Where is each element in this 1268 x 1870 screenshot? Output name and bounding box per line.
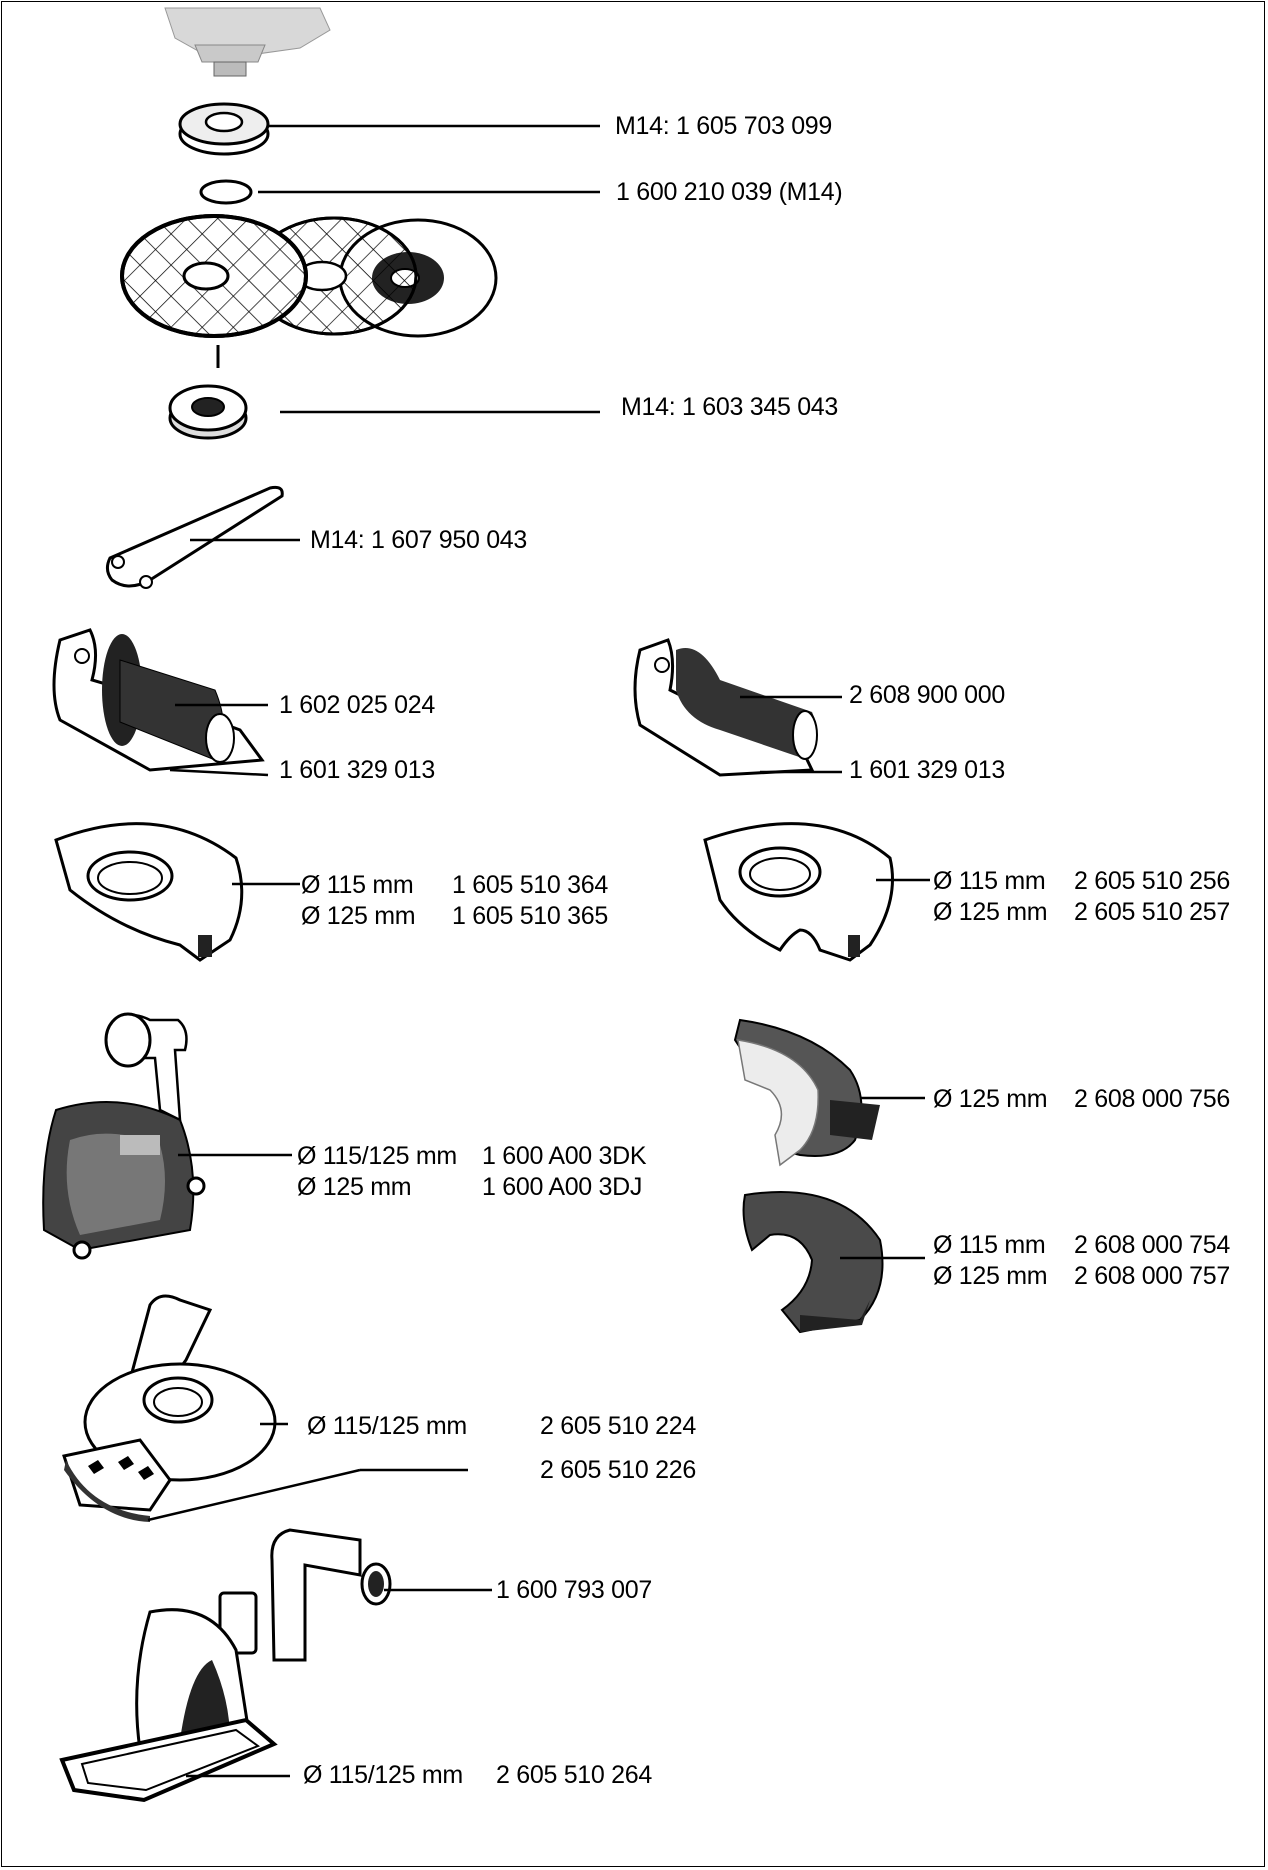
cutting-guide-diameter: Ø 115/125 mm <box>303 1761 463 1789</box>
extraction-hood-grinding-part-a: 2 605 510 224 <box>540 1412 696 1440</box>
aux-handle-right-handle-label: 2 608 900 000 <box>849 681 1005 709</box>
aux-handle-right-bracket-label: 1 601 329 013 <box>849 756 1005 784</box>
hand-guard-light-diameter: Ø 125 mm <box>933 1085 1048 1113</box>
extraction-hood-cutting-part-2: 1 600 A00 3DJ <box>482 1173 643 1201</box>
aux-handle-left-handle-label: 1 602 025 024 <box>279 691 435 719</box>
extraction-hood-grinding-drawing <box>62 1294 468 1522</box>
hand-guard-light-part: 2 608 000 756 <box>1074 1085 1230 1113</box>
clamping-nut-label: M14: 1 605 703 099 <box>615 112 833 140</box>
guard-right-part-1: 2 605 510 256 <box>1074 867 1230 895</box>
mounting-flange-label: M14: 1 603 345 043 <box>621 393 839 421</box>
extraction-hood-cutting-drawing <box>42 1012 292 1260</box>
auxiliary-handle-left-drawing <box>52 628 269 777</box>
guard-right-part-2: 2 605 510 257 <box>1074 898 1230 926</box>
clamping-nut-drawing <box>178 102 600 156</box>
o-ring-drawing <box>199 179 600 205</box>
hand-guard-dark-drawing <box>742 1191 925 1334</box>
cutting-guide-drawing <box>59 1591 290 1803</box>
extraction-hood-grinding-part-b: 2 605 510 226 <box>540 1456 696 1484</box>
guard-right-drawing <box>703 822 930 962</box>
guard-left-part-2: 1 605 510 365 <box>452 902 608 930</box>
extraction-adapter-label: 1 600 793 007 <box>496 1576 652 1604</box>
grinder-spindle-drawing <box>164 7 331 77</box>
cutting-guide-part: 2 605 510 264 <box>496 1761 652 1789</box>
extraction-hood-cutting-diameter-2: Ø 125 mm <box>297 1173 412 1201</box>
guard-right-diameter-1: Ø 115 mm <box>933 867 1046 895</box>
mounting-flange-drawing <box>168 384 600 440</box>
grinding-discs-drawing <box>120 214 498 368</box>
guard-left-diameter-1: Ø 115 mm <box>301 871 414 899</box>
hand-guard-dark-part-2: 2 608 000 757 <box>1074 1262 1230 1290</box>
guard-right-diameter-2: Ø 125 mm <box>933 898 1048 926</box>
hand-guard-dark-part-1: 2 608 000 754 <box>1074 1231 1230 1259</box>
extraction-hood-cutting-part-1: 1 600 A00 3DK <box>482 1142 647 1170</box>
guard-left-diameter-2: Ø 125 mm <box>301 902 416 930</box>
extraction-hood-grinding-diameter: Ø 115/125 mm <box>307 1412 467 1440</box>
guard-left-drawing <box>54 822 300 962</box>
auxiliary-handle-right-drawing <box>633 638 842 777</box>
extraction-adapter-drawing <box>270 1528 492 1662</box>
hand-guard-dark-diameter-2: Ø 125 mm <box>933 1262 1048 1290</box>
extraction-hood-cutting-diameter-1: Ø 115/125 mm <box>297 1142 457 1170</box>
aux-handle-left-bracket-label: 1 601 329 013 <box>279 756 435 784</box>
two-pin-spanner-drawing <box>105 485 300 589</box>
o-ring-label: 1 600 210 039 (M14) <box>616 178 843 206</box>
two-pin-spanner-label: M14: 1 607 950 043 <box>310 526 528 554</box>
hand-guard-dark-diameter-1: Ø 115 mm <box>933 1231 1046 1259</box>
guard-left-part-1: 1 605 510 364 <box>452 871 608 899</box>
hand-guard-light-drawing <box>733 1018 925 1167</box>
